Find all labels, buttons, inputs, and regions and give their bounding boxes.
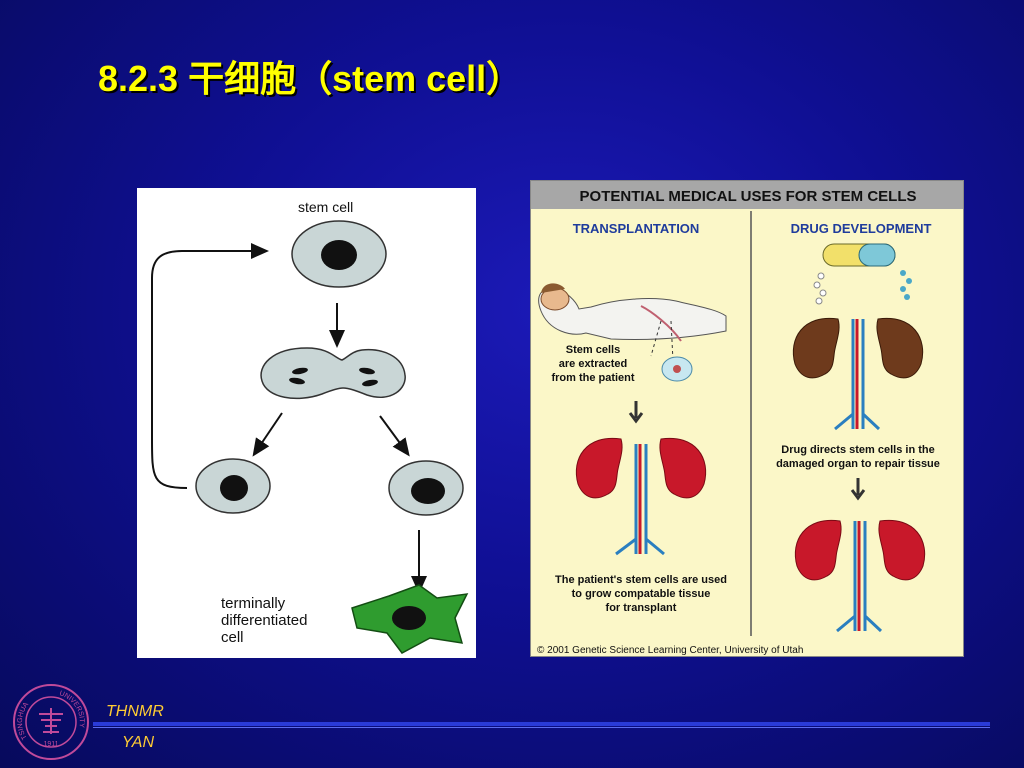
stem-cell-division-diagram: stem cell [137,188,476,658]
terminal-label-2: differentiated [221,612,307,629]
healthy-kidneys [575,437,707,556]
daughter-cell-left [195,458,271,514]
extract-text-1: Stem cells [566,344,620,356]
damaged-kidneys [792,317,924,431]
medical-uses-figure: POTENTIAL MEDICAL USES FOR STEM CELLS TR… [530,180,964,657]
stem-cell [291,220,387,288]
arrow-right-down [379,415,410,457]
daughter-cell-right [388,460,464,516]
figure-header: POTENTIAL MEDICAL USES FOR STEM CELLS [580,188,917,205]
arrow-down [628,401,644,424]
footer-rule-thin [93,727,990,728]
repaired-kidneys [794,519,926,633]
transplantation-title: TRANSPLANTATION [573,221,700,236]
drug-development-title: DRUG DEVELOPMENT [791,221,932,236]
grow-text-2: to grow compatable tissue [572,588,711,600]
tsinghua-logo: TSINGHUA UNIVERSITY 1911 [11,682,91,762]
dividing-cell [260,347,406,400]
drug-text-1: Drug directs stem cells in the [781,444,934,456]
extract-text-2: are extracted [559,358,628,370]
differentiated-cell [351,584,469,654]
patient-figure [538,283,727,382]
footer-line2: YAN [122,734,155,751]
copyright-text: © 2001 Genetic Science Learning Center, … [537,645,803,656]
arrow-left-down [252,412,283,457]
terminal-label-1: terminally [221,595,286,612]
terminal-label-3: cell [221,629,244,646]
grow-text-3: for transplant [606,602,677,614]
drug-text-2: damaged organ to repair tissue [776,458,940,470]
footer-line1: THNMR [106,703,164,720]
extract-text-3: from the patient [551,372,634,384]
logo-text-left: TSINGHUA [17,701,30,741]
arrow-down [850,478,866,501]
drug-capsule [813,243,912,305]
logo-year: 1911 [43,741,58,748]
slide-title: 8.2.3 干细胞（stem cell） [98,58,523,99]
grow-text-1: The patient's stem cells are used [555,574,727,586]
stem-cell-label: stem cell [298,199,353,215]
footer-rule [93,722,990,726]
self-renewal-arrow [151,243,269,489]
